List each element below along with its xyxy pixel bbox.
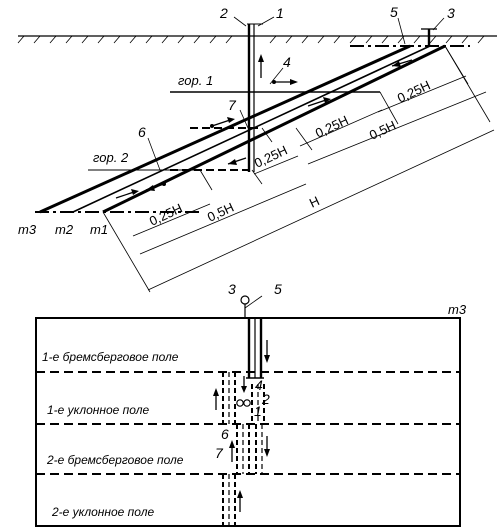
field-label-1: 1-е бремсберговое поле xyxy=(42,350,179,364)
label-6: 6 xyxy=(138,124,146,140)
leader-6 xyxy=(147,137,161,171)
plan-workings-field-2b xyxy=(251,384,265,424)
plan-label-2: 2 xyxy=(261,391,270,407)
ground-surface xyxy=(17,35,497,44)
arrow-down-icon xyxy=(264,436,270,457)
dim-upper-1: 0,25H xyxy=(395,77,433,105)
label-3: 3 xyxy=(447,5,455,21)
plan-label-6: 6 xyxy=(221,426,229,442)
plan-workings-field-2 xyxy=(222,372,236,424)
arrow-icon xyxy=(115,189,139,199)
arrow-up-icon xyxy=(237,490,243,512)
dim-total: H xyxy=(307,193,322,211)
plan-workings-field-4 xyxy=(222,474,236,526)
label-5: 5 xyxy=(390,4,398,20)
arrow-icon xyxy=(145,182,166,191)
shaft-circle-2 xyxy=(236,399,244,407)
leader-2 xyxy=(233,16,247,27)
plan-view: 3 5 m3 1-е бремсберговое поле 1-е уклонн… xyxy=(35,281,467,527)
label-7: 7 xyxy=(228,97,237,113)
leader-3 xyxy=(432,17,445,31)
leader-5 xyxy=(397,17,406,45)
seam-m3 xyxy=(39,44,411,214)
flow-arrows xyxy=(115,59,413,199)
plan-label-7: 7 xyxy=(215,445,224,461)
arrow-icon xyxy=(391,59,413,67)
main-shaft xyxy=(247,23,263,172)
seam-label-m3: m3 xyxy=(18,222,37,237)
leader-1 xyxy=(257,16,275,27)
plan-label-5: 5 xyxy=(274,281,282,297)
arrow-up-icon xyxy=(258,54,264,78)
field-label-2: 1-е уклонное поле xyxy=(47,403,149,417)
dim-mid: 0,25H xyxy=(252,142,290,170)
arrow-down-icon xyxy=(264,340,270,363)
horizon-1-label: гор. 1 xyxy=(178,73,213,88)
seam-m1 xyxy=(102,44,446,214)
plan-label-1: 1 xyxy=(254,403,262,419)
plan-inclines-upper xyxy=(246,318,264,379)
arrow-icon xyxy=(307,97,331,107)
arrow-icon xyxy=(272,79,298,85)
arrow-down-icon xyxy=(241,376,247,393)
arrow-up-icon xyxy=(213,388,219,410)
shaft-circle-1 xyxy=(243,399,251,407)
dim-upper-3: 0,5H xyxy=(367,118,398,143)
dimension-lines xyxy=(102,45,495,293)
leader-7 xyxy=(239,109,249,129)
dim-lower-2: 0,5H xyxy=(205,200,236,225)
horizon-2-label: гор. 2 xyxy=(93,150,129,165)
label-1: 1 xyxy=(276,5,284,21)
seam-label-m2: m2 xyxy=(55,222,74,237)
plan-label-4: 4 xyxy=(255,377,263,393)
plan-workings-field-3 xyxy=(236,424,263,474)
vertical-section: 2 1 3 5 m3 m2 m1 гор. xyxy=(17,4,497,293)
plan-label-3: 3 xyxy=(228,281,236,297)
arrow-icon xyxy=(227,157,247,165)
dim-upper-2: 0,25H xyxy=(313,112,351,140)
arrow-icon xyxy=(210,117,235,128)
dim-lower-1: 0,25H xyxy=(147,200,185,228)
field-label-4: 2-е уклонное поле xyxy=(51,505,154,519)
label-4: 4 xyxy=(283,54,291,70)
field-label-3: 2-е бремсберговое поле xyxy=(46,453,184,467)
plan-seam-label: m3 xyxy=(448,302,467,317)
seam-label-m1: m1 xyxy=(90,222,108,237)
label-2: 2 xyxy=(219,5,228,21)
plan-shaft-symbol xyxy=(240,295,263,318)
arrow-up-icon xyxy=(229,440,235,462)
